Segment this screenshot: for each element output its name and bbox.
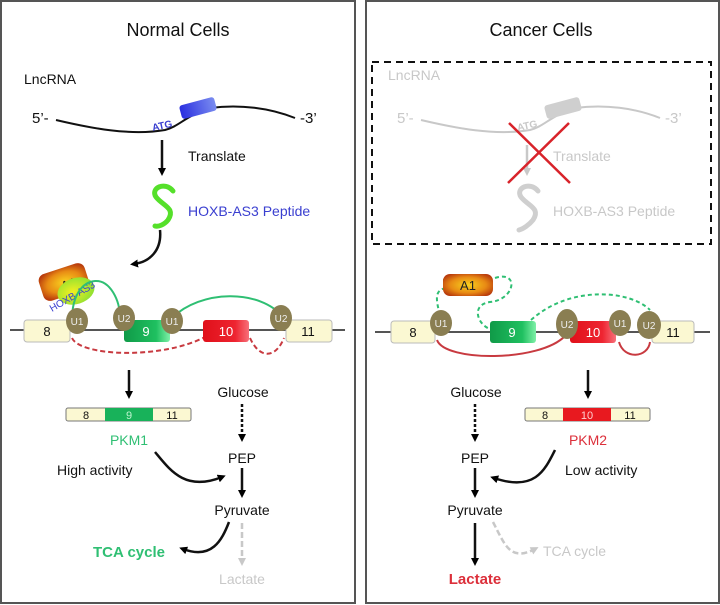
snrnp-u1-label: U1	[71, 317, 84, 328]
exon-9	[124, 320, 170, 342]
snrnp-u1	[66, 308, 88, 334]
binding-arrow	[130, 229, 162, 268]
snrnp-u1-label: U1	[166, 317, 179, 328]
snrnp-u2-label: U2	[643, 321, 656, 332]
tca-cycle-label: TCA cycle	[93, 544, 165, 561]
lactate-faded-label: Lactate	[219, 571, 265, 587]
exon-8-label: 8	[43, 324, 50, 339]
activity-label: High activity	[57, 462, 132, 478]
pkm1-exon-label: 8	[83, 410, 89, 422]
exon-8-label: 8	[409, 325, 416, 340]
panel-border	[365, 0, 720, 604]
snrnp-u1-label: U1	[614, 319, 627, 330]
pkm2-exon-10	[563, 408, 611, 421]
pkm2-exon-label: 11	[624, 410, 635, 422]
pkm1-label: PKM1	[110, 432, 148, 448]
lncrna-strand	[420, 105, 661, 134]
three-prime-label: -3’	[300, 110, 317, 127]
snrnp-u2-label: U2	[118, 314, 131, 325]
exon-9	[490, 321, 536, 343]
lncrna-label: LncRNA	[388, 67, 441, 83]
skip-loop-10-dashed	[249, 337, 285, 355]
pep-label: PEP	[461, 450, 489, 466]
atg-label: ATG	[516, 119, 538, 134]
panel-border	[0, 0, 356, 604]
exon-11	[285, 319, 333, 343]
a1-label: A1	[460, 278, 476, 293]
pkm1-catalysis-arrow	[154, 451, 226, 484]
splice-loop-small	[618, 341, 651, 356]
splice-loop-9-up	[71, 279, 121, 321]
activity-label: Low activity	[565, 462, 637, 478]
snrnp-u2	[113, 305, 135, 331]
exon-10	[570, 321, 616, 343]
orf-block	[179, 97, 217, 119]
peptide-squiggle-icon	[516, 183, 541, 233]
snrnp-u1	[430, 310, 452, 336]
panel-title: Cancer Cells	[489, 20, 592, 40]
glucose-label: Glucose	[450, 384, 502, 400]
tca-cycle-faded-label: TCA cycle	[543, 543, 606, 559]
pkm1-exon-9	[105, 408, 153, 421]
peptide-label: HOXB-AS3 Peptide	[188, 203, 310, 219]
snrnp-u1	[161, 308, 183, 334]
snrnp-u2-label: U2	[561, 320, 574, 331]
lncrna-strand	[55, 105, 296, 134]
pkm1-exon-label: 9	[126, 410, 132, 422]
exon-10	[203, 320, 249, 342]
snrnp-u1	[609, 310, 631, 336]
exon-10-label: 10	[219, 324, 233, 339]
splice-loop-solid	[436, 335, 566, 358]
pkm2-catalysis-arrow	[490, 449, 557, 484]
peptide-squiggle-icon	[152, 183, 176, 229]
orf-block	[544, 97, 582, 119]
five-prime-label: 5’-	[32, 110, 49, 127]
snrnp-u2-label: U2	[275, 314, 288, 325]
exon-11-label: 11	[301, 324, 315, 339]
a1-tether-right	[477, 275, 513, 330]
tca-faded-arrow	[491, 521, 539, 555]
lactate-label: Lactate	[449, 571, 502, 588]
five-prime-label: 5’-	[397, 110, 414, 127]
glucose-label: Glucose	[217, 384, 269, 400]
exon-9-label: 9	[142, 324, 149, 339]
exon9-tether	[530, 293, 651, 321]
exon-9-label: 9	[508, 325, 515, 340]
cancer-cells-panel: Cancer Cells LncRNA 5’- ATG -3’ Translat…	[365, 0, 720, 604]
peptide-label: HOXB-AS3 Peptide	[553, 203, 675, 219]
snrnp-u2	[270, 305, 292, 331]
inhibited-region-box	[371, 61, 712, 245]
three-prime-label: -3’	[665, 110, 682, 127]
a1-protein	[443, 274, 493, 296]
pyruvate-label: Pyruvate	[214, 502, 269, 518]
atg-label: ATG	[151, 119, 173, 134]
snrnp-u1-label: U1	[435, 319, 448, 330]
translate-label: Translate	[188, 148, 246, 164]
pyruvate-to-tca-arrow	[179, 521, 231, 555]
pyruvate-label: Pyruvate	[447, 502, 502, 518]
skip-loop-dashed	[71, 336, 206, 354]
translate-label: Translate	[553, 148, 611, 164]
normal-cells-panel: Normal Cells LncRNA 5’- ATG -3’ Translat…	[0, 0, 356, 604]
pep-label: PEP	[228, 450, 256, 466]
pkm1-exon-label: 11	[166, 410, 177, 422]
exon-11-label: 11	[666, 325, 680, 340]
blocked-cross-icon	[507, 122, 571, 184]
snrnp-u2	[556, 309, 578, 339]
panel-title: Normal Cells	[126, 20, 229, 40]
exon-10-label: 10	[586, 325, 600, 340]
lncrna-label: LncRNA	[24, 71, 77, 87]
snrnp-u2	[637, 311, 661, 339]
pkm2-exon-label: 10	[581, 410, 593, 422]
pkm2-exon-label: 8	[542, 410, 548, 422]
pkm2-label: PKM2	[569, 432, 607, 448]
